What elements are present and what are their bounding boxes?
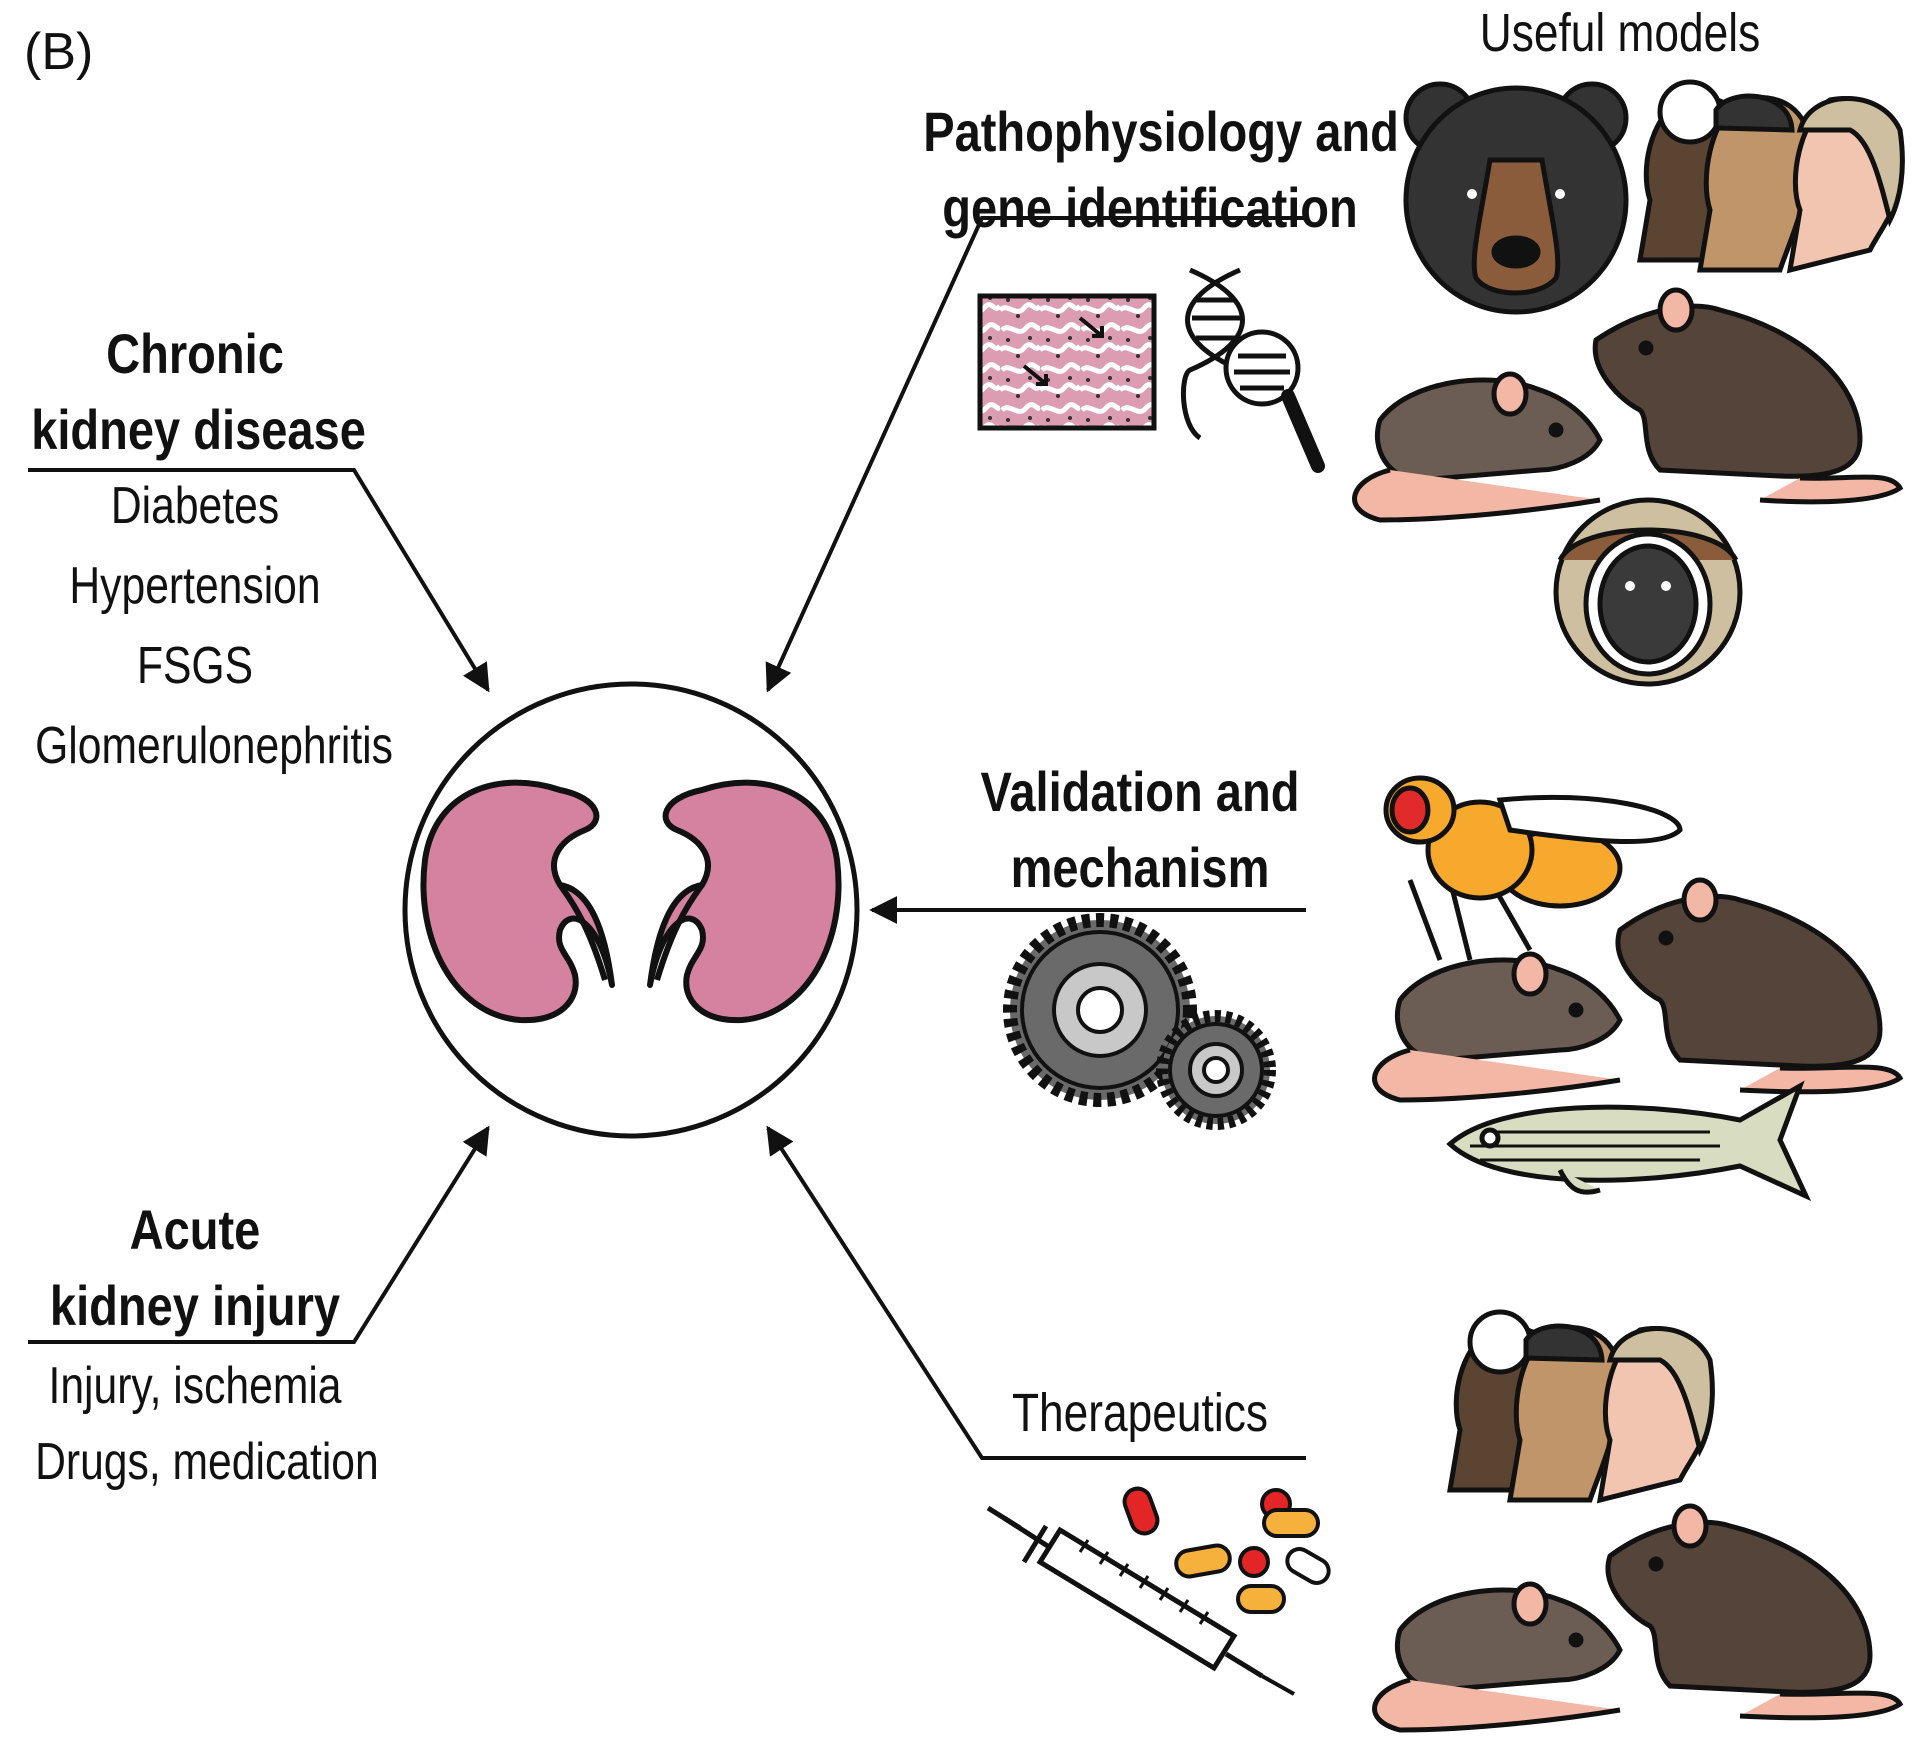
chronic-connector [28, 468, 490, 693]
dna-magnifier-icon [1180, 267, 1325, 473]
useful-models-label: Useful models [1479, 3, 1761, 63]
validation-line1: Validation and [980, 760, 1300, 823]
zebrafish-icon [1446, 1080, 1812, 1202]
rat-icon-top [1592, 287, 1904, 505]
chronic-title-line2: kidney disease [31, 398, 366, 461]
acute-connector [28, 1125, 490, 1344]
chronic-item-fsgs: FSGS [136, 637, 254, 695]
chronic-item-diabetes: Diabetes [110, 477, 280, 535]
rat-icon-bottom [1605, 1503, 1904, 1721]
acute-title-line2: kidney injury [49, 1274, 341, 1337]
therapeutics-connector [766, 1125, 1306, 1460]
humans-icon-top [1637, 79, 1905, 274]
pathophysiology-line2: gene identification [942, 176, 1358, 239]
rat-icon-middle [1615, 877, 1904, 1095]
mouse-icon-middle [1372, 951, 1623, 1103]
therapeutics-label: Therapeutics [1012, 1383, 1268, 1443]
chronic-title-line1: Chronic [106, 322, 284, 385]
panel-label: (B) [24, 23, 94, 81]
pathophysiology-line1: Pathophysiology and [923, 100, 1399, 163]
acute-item-injury: Injury, ischemia [48, 1357, 342, 1415]
mouse-icon-top [1352, 371, 1603, 523]
bear-icon [1403, 81, 1629, 315]
chronic-item-glomerulonephritis: Glomerulonephritis [35, 717, 393, 775]
validation-line2: mechanism [1010, 836, 1270, 899]
acute-title-line1: Acute [129, 1198, 261, 1261]
pathophysiology-connector [765, 216, 1306, 693]
humans-icon-bottom [1447, 1309, 1715, 1504]
pills-icon [1122, 1486, 1331, 1614]
gears-icon [1003, 913, 1276, 1130]
acute-item-drugs: Drugs, medication [35, 1433, 379, 1491]
fruit-fly-icon [1383, 775, 1683, 961]
tissue-section-icon [977, 293, 1157, 431]
mouse-icon-bottom [1372, 1581, 1623, 1733]
monkey-icon [1553, 497, 1743, 687]
syringe-icon [986, 1505, 1295, 1696]
chronic-item-hypertension: Hypertension [69, 557, 321, 615]
kidneys-icon [420, 779, 842, 1024]
